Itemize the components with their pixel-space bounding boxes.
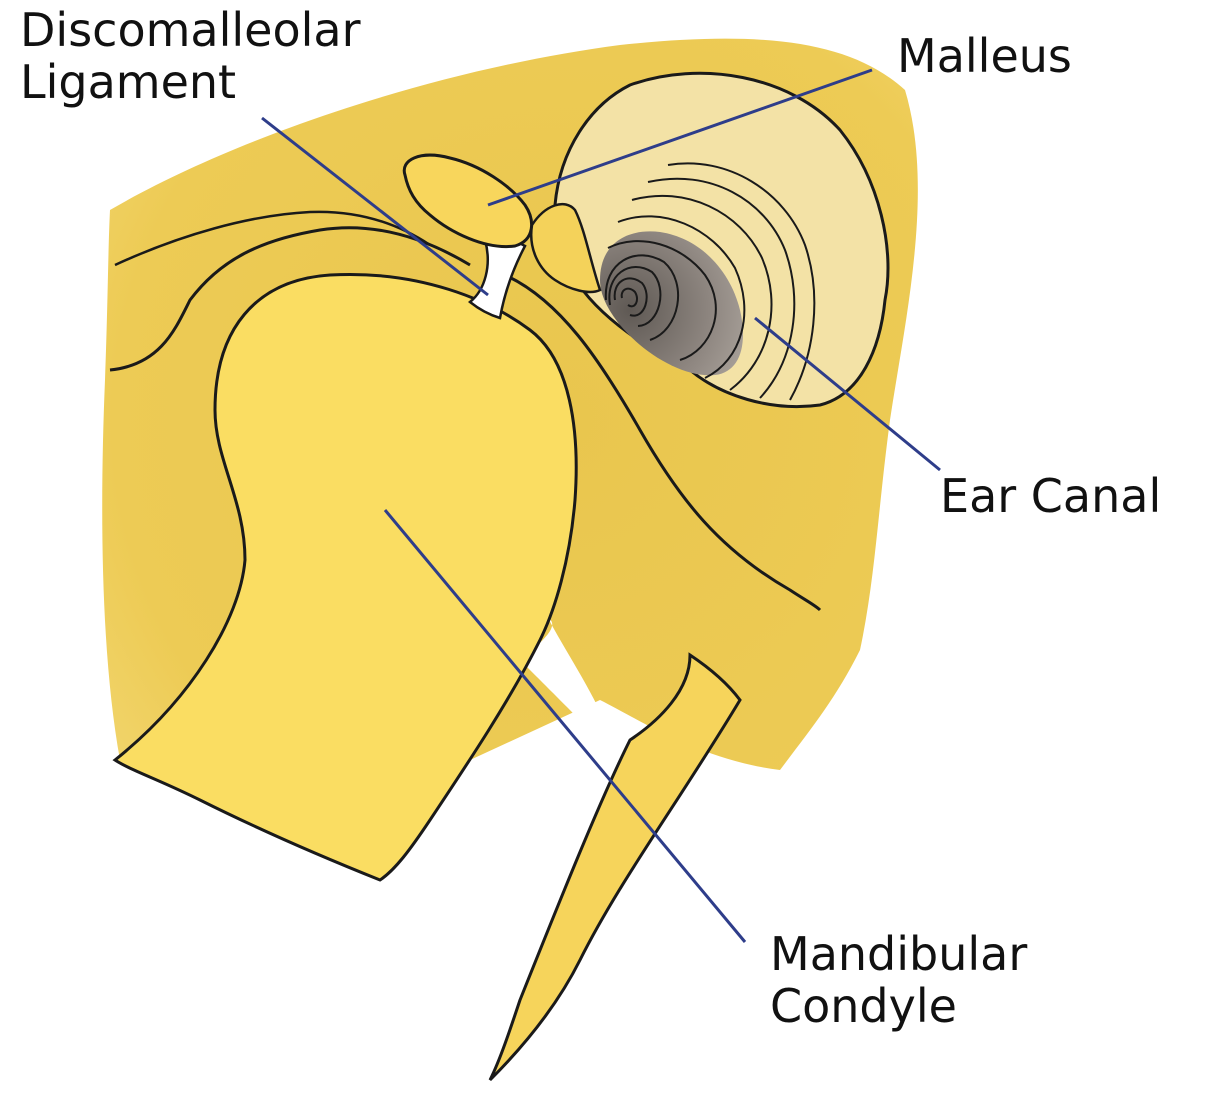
label-mandibular-line1: Mandibular — [770, 928, 1027, 980]
label-malleus: Malleus — [897, 30, 1072, 82]
label-discomalleolar-line2: Ligament — [20, 56, 361, 108]
label-discomalleolar-ligament: Discomalleolar Ligament — [20, 4, 361, 108]
label-discomalleolar-line1: Discomalleolar — [20, 4, 361, 56]
label-mandibular-condyle: Mandibular Condyle — [770, 928, 1027, 1032]
label-ear-canal: Ear Canal — [940, 470, 1161, 522]
label-mandibular-line2: Condyle — [770, 980, 1027, 1032]
